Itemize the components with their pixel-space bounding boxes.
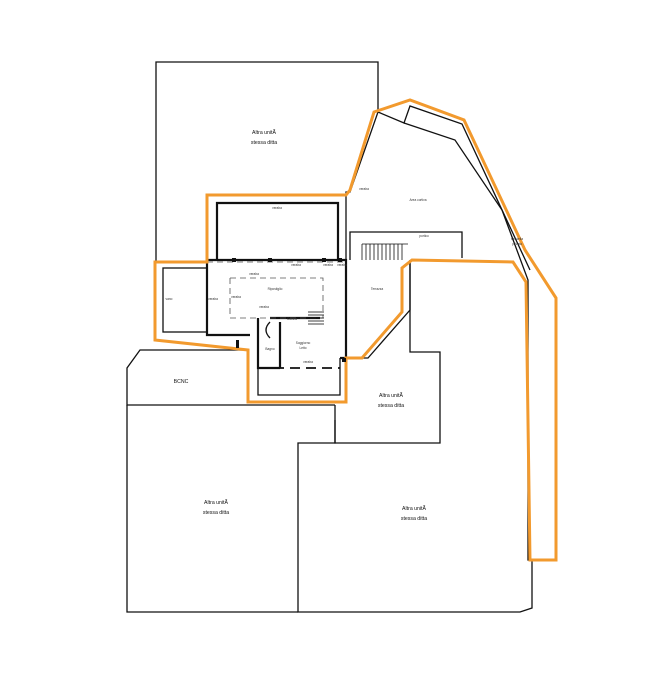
label-bcnc: BCNC xyxy=(174,379,189,385)
label-terrazza: Terrazza xyxy=(371,287,383,291)
note-8: veraba xyxy=(259,305,269,309)
label-altra-bl-1: Altra unitÃ xyxy=(204,499,228,506)
label-altra-br-1: Altra unitÃ xyxy=(402,505,426,512)
label-stradella-2: privata xyxy=(512,242,522,246)
note-2: veraba xyxy=(249,272,259,276)
label-bagno: Bagno xyxy=(265,347,274,351)
note-10: vano xyxy=(166,297,173,301)
wall-mid-unit xyxy=(334,260,441,444)
note-9: veraba xyxy=(303,360,313,364)
label-soggiorno-2: Letto xyxy=(299,346,306,350)
label-stradella-1: stradella xyxy=(511,237,523,241)
walls xyxy=(126,61,533,613)
property-boundary xyxy=(153,98,558,562)
label-cucina: Cucina xyxy=(287,317,297,321)
note-5: veraba xyxy=(337,263,347,267)
wall-house xyxy=(207,258,348,360)
label-area-cortiva: Area cortiva xyxy=(409,198,426,202)
labels: Altra unitÃ stessa ditta Altra unitÃ ste… xyxy=(166,129,524,522)
label-altra-br-2: stessa ditta xyxy=(401,516,427,522)
note-4: veraba xyxy=(323,263,333,267)
wall-bcnc xyxy=(126,349,248,406)
note-11: veraba xyxy=(359,187,369,191)
wall-road-inner xyxy=(297,122,533,613)
label-ripostiglio: Ripostiglio xyxy=(268,287,283,291)
note-3: veraba xyxy=(291,263,301,267)
dashed-lines xyxy=(207,261,346,369)
label-altra-mid-1: Altra unitÃ xyxy=(379,392,403,399)
wall-bathroom xyxy=(256,318,280,370)
wall-main-room xyxy=(215,201,340,260)
stairs-portico xyxy=(361,243,408,260)
wall-top-unit xyxy=(155,61,379,262)
label-altra-bl-2: stessa ditta xyxy=(203,510,229,516)
label-altra-top-1: Altra unitÃ xyxy=(252,129,276,136)
wall-lower-living xyxy=(257,358,341,396)
label-altra-top-2: stessa ditta xyxy=(251,140,277,146)
note-7: veraba xyxy=(208,297,218,301)
label-soggiorno-1: Soggiorno xyxy=(296,341,311,345)
wall-house-left xyxy=(205,260,250,337)
door-swing xyxy=(265,321,271,339)
openings xyxy=(232,258,346,362)
stairs-interior xyxy=(308,311,324,325)
wall-bottom-left-unit xyxy=(126,405,298,613)
wall-courtyard xyxy=(377,105,531,271)
label-portico: portico xyxy=(419,234,429,238)
label-altra-mid-2: stessa ditta xyxy=(378,403,404,409)
wall-portico xyxy=(349,231,463,260)
note-1: veraba xyxy=(272,206,282,210)
note-6: veraba xyxy=(231,295,241,299)
